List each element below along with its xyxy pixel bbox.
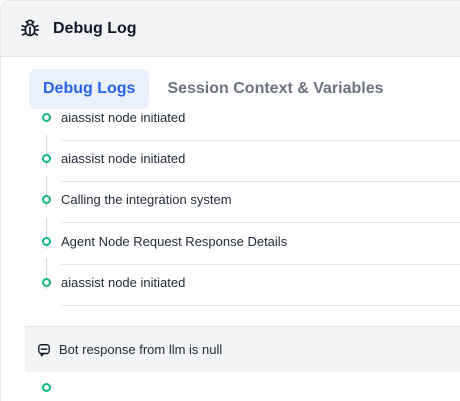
- log-item-text: aiassist node initiated: [61, 113, 186, 125]
- tab-debug-logs[interactable]: Debug Logs: [29, 69, 150, 109]
- divider: [61, 305, 460, 306]
- log-item-text: aiassist node initiated: [61, 275, 186, 290]
- status-dot-icon: [42, 154, 51, 163]
- timeline-line: [46, 258, 47, 290]
- log-item-text: Agent Node Request Response Details: [61, 234, 288, 249]
- divider: [61, 222, 460, 223]
- timeline-line: [46, 176, 47, 208]
- divider: [61, 181, 460, 182]
- panel-header: Debug Log: [1, 1, 460, 57]
- bot-response-row[interactable]: Bot response from llm is null: [25, 326, 460, 372]
- debug-log-list: aiassist node initiated aiassist node in…: [1, 113, 460, 401]
- timeline-line: [46, 217, 47, 249]
- timeline-line: [46, 135, 47, 167]
- divider: [61, 140, 460, 141]
- status-dot-icon: [42, 237, 51, 246]
- status-dot-icon: [42, 195, 51, 204]
- bot-response-text: Bot response from llm is null: [59, 342, 223, 357]
- panel-title: Debug Log: [53, 19, 137, 37]
- log-item[interactable]: Calling the integration system: [1, 182, 460, 223]
- status-dot-icon: [42, 278, 51, 287]
- divider: [61, 264, 460, 265]
- chat-bubble-icon: [38, 343, 50, 356]
- log-item-text: aiassist node initiated: [61, 151, 186, 166]
- tab-bar: Debug Logs Session Context & Variables: [29, 69, 398, 109]
- log-item-text: Calling the integration system: [61, 192, 232, 207]
- log-item[interactable]: aiassist node initiated: [1, 265, 460, 306]
- log-item[interactable]: Agent Node Request Response Details: [1, 224, 460, 265]
- status-dot-icon: [42, 113, 51, 122]
- status-dot-icon: [42, 383, 51, 392]
- tab-session-context-variables[interactable]: Session Context & Variables: [167, 80, 384, 97]
- bug-icon: [20, 19, 40, 36]
- log-item[interactable]: aiassist node initiated: [1, 141, 460, 182]
- log-item[interactable]: aiassist node initiated: [1, 113, 460, 141]
